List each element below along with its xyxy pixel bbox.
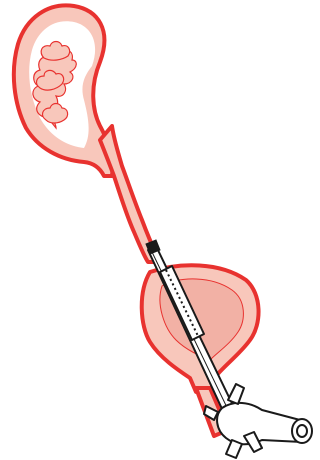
scope-eyepiece-inner	[297, 425, 307, 437]
scope-port-3	[226, 440, 242, 458]
scope-port-1	[228, 384, 244, 404]
